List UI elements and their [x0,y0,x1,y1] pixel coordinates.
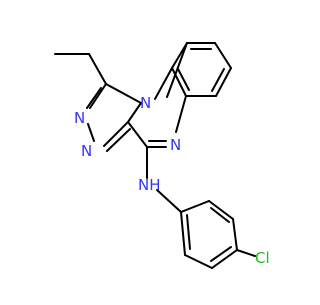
bond [106,128,131,152]
bond [171,42,188,69]
atom-n-triazole-b: N [81,142,92,160]
bond [166,42,188,98]
bond [232,218,238,251]
atom-nh: NH [138,176,161,194]
bond [86,87,102,109]
bond [211,68,225,92]
bond [156,189,182,213]
bond [186,214,191,250]
bond [127,121,148,148]
bond [180,211,186,256]
bond [208,200,234,220]
bond [210,207,230,223]
bond [103,121,129,147]
bond [184,254,213,269]
bond [177,68,190,91]
bond [154,67,173,100]
bond [171,67,187,97]
bond [211,249,238,269]
bond [236,249,256,257]
atom-n-bridge: N [140,94,151,112]
bond [127,102,142,123]
bond [215,67,232,97]
atom-cl: Cl [255,249,270,267]
atom-n-triazole-a: N [74,109,85,127]
bond [210,246,232,262]
bond [180,200,210,213]
bond [175,95,187,133]
bond [89,83,107,109]
molecule-canvas: N N N N NH Cl [54,42,270,269]
bond [88,53,107,85]
bond [105,83,142,104]
atom-n-pyrazine: N [170,136,181,154]
molecule-structure: N N N N NH Cl [54,42,270,269]
bond [87,123,95,142]
bond [214,42,232,69]
